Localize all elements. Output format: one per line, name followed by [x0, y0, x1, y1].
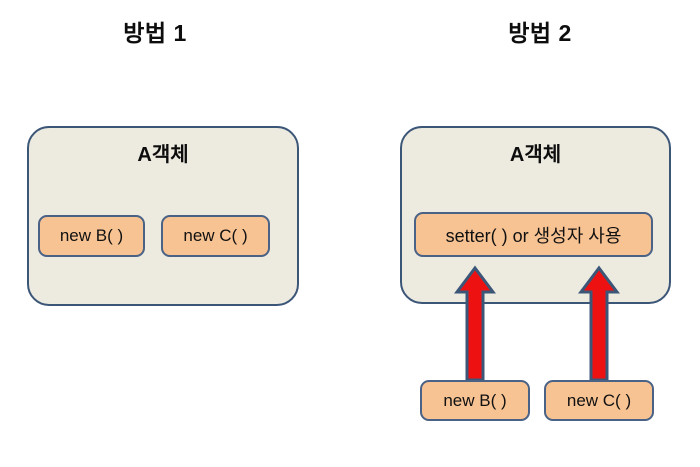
box-setter-or-constructor: setter( ) or 생성자 사용 [414, 212, 653, 257]
container-label-a-object-left: A객체 [137, 144, 189, 166]
arrow-up-from-new-b-icon [454, 265, 496, 383]
panel-title-method-1: 방법 1 [123, 20, 187, 46]
container-label-a-object-right: A객체 [509, 144, 562, 166]
box-new-c-inside-a-object: new C( ) [161, 215, 270, 257]
box-new-c-external: new C( ) [544, 380, 654, 421]
box-new-b-external: new B( ) [420, 380, 530, 421]
arrow-up-from-new-c-icon [578, 265, 620, 383]
box-new-b-inside-a-object: new B( ) [38, 215, 145, 257]
panel-title-method-2: 방법 2 [508, 20, 572, 46]
